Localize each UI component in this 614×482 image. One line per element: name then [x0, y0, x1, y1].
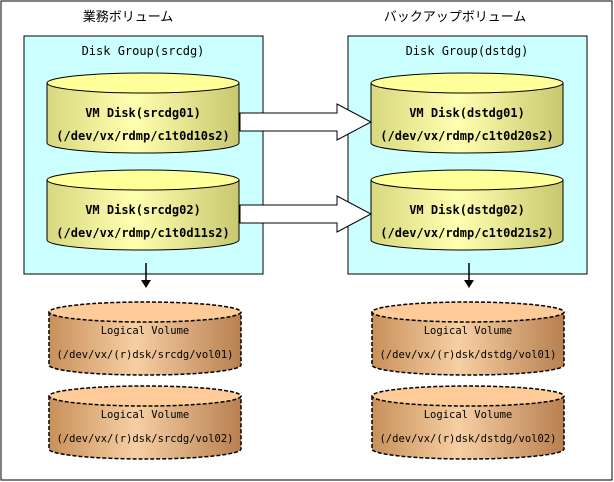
source-logical-volume-1: Logical Volume (/dev/vx/(r)dsk/srcdg/vol…: [48, 301, 242, 376]
backup-vm-disk-1-path: (/dev/vx/rdmp/c1t0d20s2): [380, 129, 553, 143]
backup-down-arrow: [464, 263, 474, 288]
source-group-title: Disk Group(srcdg): [82, 44, 205, 58]
copy-arrow-2: [239, 195, 373, 233]
source-logical-volume-1-path: (/dev/vx/(r)dsk/srcdg/vol01): [56, 349, 233, 361]
backup-logical-volume-2: Logical Volume (/dev/vx/(r)dsk/dstdg/vol…: [371, 385, 565, 460]
source-logical-volume-2-name: Logical Volume: [101, 409, 190, 421]
source-logical-volume-2-path: (/dev/vx/(r)dsk/srcdg/vol02): [56, 433, 233, 445]
backup-vm-disk-1-name: VM Disk(dstdg01): [409, 106, 525, 120]
backup-vm-disk-2-path: (/dev/vx/rdmp/c1t0d21s2): [380, 226, 553, 240]
source-vm-disk-2-name: VM Disk(srcdg02): [85, 203, 201, 217]
source-section-title: 業務ボリューム: [83, 9, 174, 25]
source-vm-disk-1-name: VM Disk(srcdg01): [85, 106, 201, 120]
source-down-arrow: [141, 263, 151, 288]
source-vm-disk-1-path: (/dev/vx/rdmp/c1t0d10s2): [56, 129, 229, 143]
source-logical-volume-1-name: Logical Volume: [101, 325, 190, 337]
backup-section-title: バックアップボリューム: [384, 10, 527, 25]
backup-vm-disk-2-name: VM Disk(dstdg02): [409, 203, 525, 217]
backup-logical-volume-1-name: Logical Volume: [424, 325, 513, 337]
source-vm-disk-2-path: (/dev/vx/rdmp/c1t0d11s2): [56, 226, 229, 240]
copy-arrow-1: [239, 103, 373, 141]
backup-vm-disk-2: VM Disk(dstdg02) (/dev/vx/rdmp/c1t0d21s2…: [370, 169, 564, 251]
backup-logical-volume-1: Logical Volume (/dev/vx/(r)dsk/dstdg/vol…: [371, 301, 565, 376]
source-vm-disk-2: VM Disk(srcdg02) (/dev/vx/rdmp/c1t0d11s2…: [46, 169, 240, 251]
backup-logical-volume-2-path: (/dev/vx/(r)dsk/dstdg/vol02): [379, 433, 556, 445]
backup-vm-disk-1: VM Disk(dstdg01) (/dev/vx/rdmp/c1t0d20s2…: [370, 72, 564, 154]
backup-group-title: Disk Group(dstdg): [406, 44, 529, 58]
source-vm-disk-1: VM Disk(srcdg01) (/dev/vx/rdmp/c1t0d10s2…: [46, 72, 240, 154]
backup-logical-volume-2-name: Logical Volume: [424, 409, 513, 421]
backup-logical-volume-1-path: (/dev/vx/(r)dsk/dstdg/vol01): [379, 349, 556, 361]
source-logical-volume-2: Logical Volume (/dev/vx/(r)dsk/srcdg/vol…: [48, 385, 242, 460]
